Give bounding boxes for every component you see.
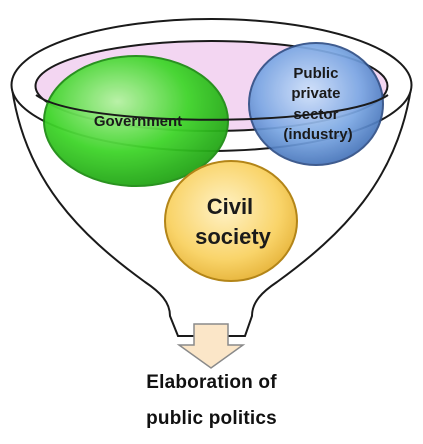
caption-line-2: public politics	[146, 408, 277, 429]
civil-society-node	[164, 160, 298, 282]
funnel-rim-front-edge	[35, 94, 389, 121]
down-arrow-icon	[176, 323, 246, 369]
caption-line-1: Elaboration of	[146, 372, 277, 393]
government-label: Government	[94, 113, 182, 130]
public-private-sector-node	[248, 42, 384, 166]
public-private-sector-label: Public private sector (industry)	[283, 65, 352, 143]
civil-society-label: Civil society	[195, 194, 272, 249]
government-node	[43, 55, 229, 187]
